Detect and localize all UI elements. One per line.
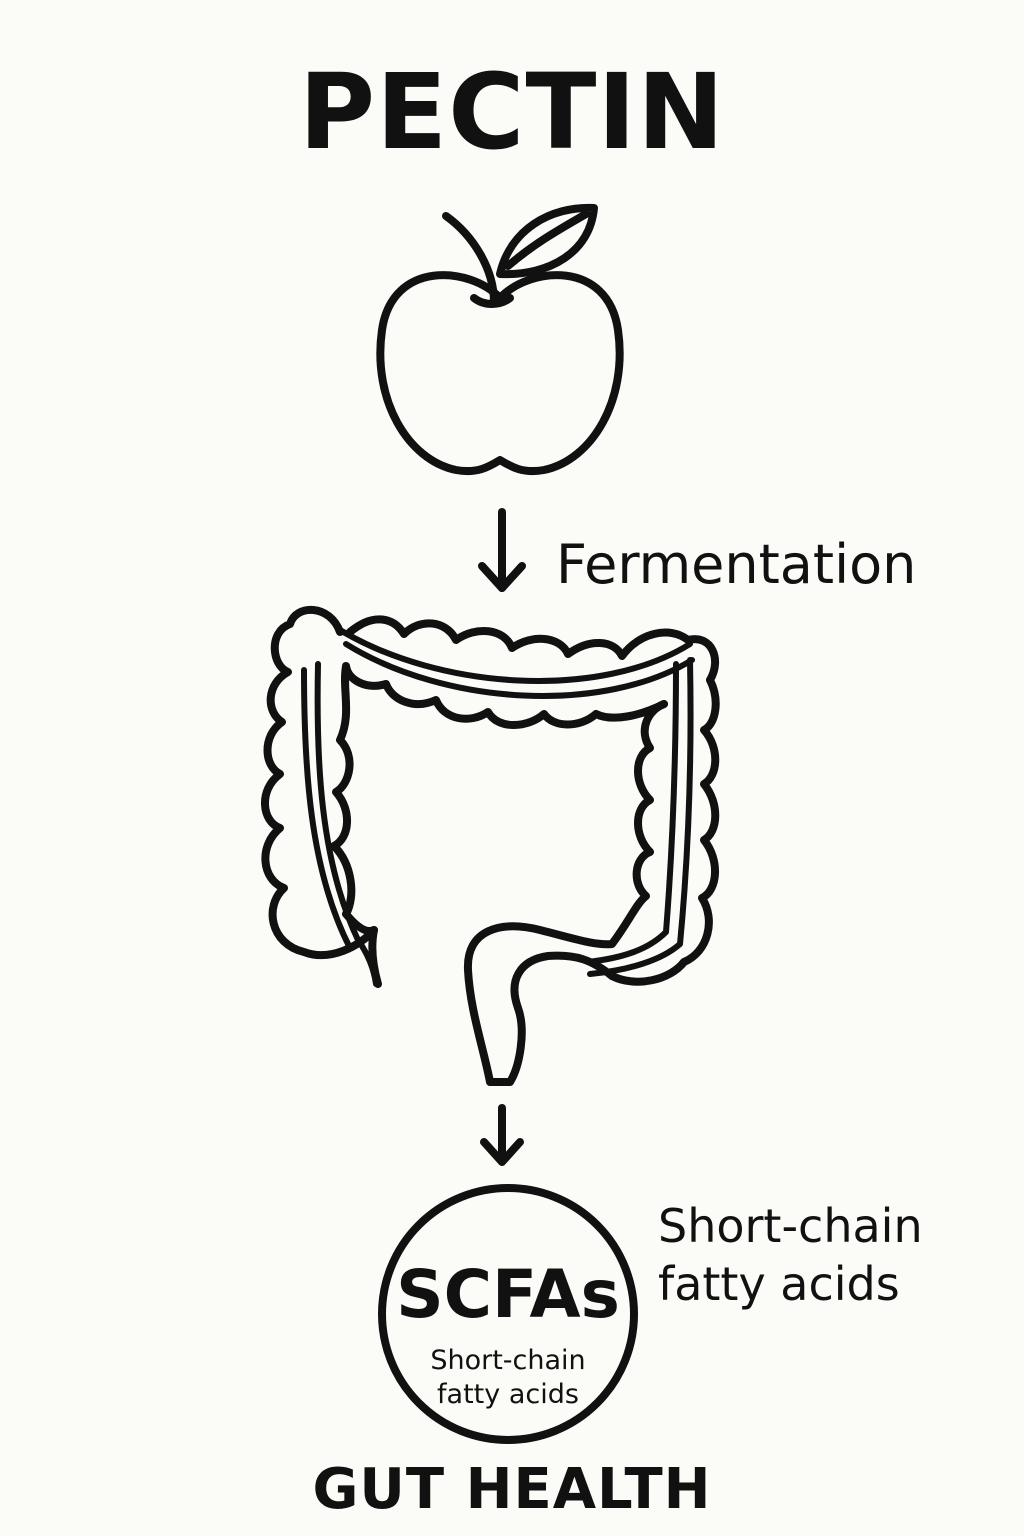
scfa-side-label-line1: Short-chain: [658, 1199, 923, 1253]
scfa-side-label-line2: fatty acids: [658, 1256, 900, 1311]
apple-icon: [376, 203, 624, 475]
down-arrow-icon: [480, 1104, 524, 1166]
diagram-title: PECTIN: [298, 51, 726, 173]
scfa-side-label: Short-chain fatty acids: [658, 1198, 998, 1313]
scfa-circle-badge: [378, 1184, 638, 1444]
scfa-badge-subtitle-line2: fatty acids: [437, 1378, 579, 1410]
scfa-badge-title: SCFAs: [396, 1256, 620, 1333]
footer-gut-health: GUT HEALTH: [312, 1457, 712, 1522]
scfa-badge-subtitle: Short-chain fatty acids: [380, 1344, 636, 1412]
scfa-badge-subtitle-line1: Short-chain: [430, 1345, 586, 1376]
colon-icon: [261, 606, 720, 1086]
down-arrow-icon: [478, 508, 526, 592]
fermentation-label: Fermentation: [556, 533, 917, 596]
